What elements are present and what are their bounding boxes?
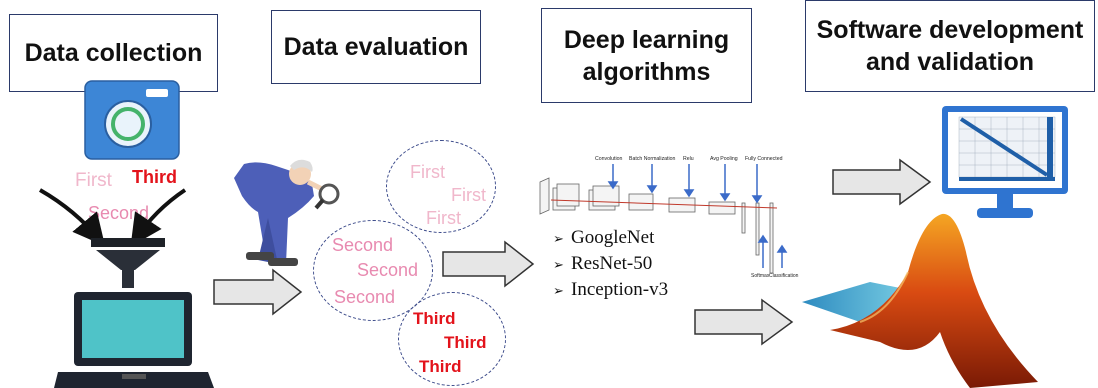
second-group-oval: [313, 220, 433, 321]
arrow-deep-learning-to-surface: [694, 298, 794, 346]
first-group-oval: [386, 140, 496, 233]
third-group-oval: [398, 292, 506, 386]
converging-arrows: [39, 188, 187, 247]
cnn-label-batchnorm: Batch Normalization: [629, 156, 676, 162]
stage-title-software: Software development and validation: [816, 16, 1084, 76]
stage-title-data-collection: Data collection: [24, 39, 203, 67]
cnn-architecture: Convolution Batch Normalization Relu Avg…: [539, 156, 799, 279]
surface-plot-icon: [802, 213, 1038, 388]
collection-label-first: First: [75, 170, 112, 191]
stage-title-data-evaluation: Data evaluation: [283, 33, 469, 61]
cnn-label-convolution: Convolution: [595, 156, 623, 162]
stage-box-data-collection: Data collection: [9, 14, 218, 92]
arrow-evaluation-to-deep-learning: [442, 240, 535, 288]
cnn-label-classification: Classification: [769, 273, 799, 279]
monitor-icon: [942, 106, 1068, 218]
network-list: ➢ GoogleNet ➢ ResNet-50 ➢ Inception-v3: [553, 227, 668, 305]
network-name: Inception-v3: [571, 279, 669, 300]
inspector-icon: [234, 159, 340, 266]
network-name: ResNet-50: [571, 253, 653, 274]
cnn-label-relu: Relu: [683, 156, 694, 162]
arrowhead-bullet-icon: ➢: [553, 231, 564, 246]
cnn-label-softmax: Softmax: [751, 273, 770, 279]
second-label-1: Second: [332, 235, 394, 255]
stage-title-deep-learning: Deep learning algorithms: [563, 25, 730, 86]
camera-icon: [84, 80, 180, 160]
laptop-icon: [54, 292, 214, 388]
second-label-2: Second: [357, 260, 419, 280]
network-item: ➢ Inception-v3: [553, 279, 668, 305]
arrow-deep-learning-to-monitor: [832, 158, 932, 206]
first-label-3: First: [426, 208, 461, 228]
first-label-1: First: [410, 162, 445, 182]
cnn-label-avgpool: Avg Pooling: [710, 156, 738, 162]
collection-label-third: Third: [132, 167, 177, 187]
network-name: GoogleNet: [571, 227, 655, 248]
arrowhead-bullet-icon: ➢: [553, 257, 564, 272]
arrowhead-bullet-icon: ➢: [553, 283, 564, 298]
third-label-1: Third: [413, 309, 456, 328]
first-label-2: First: [451, 185, 486, 205]
arrow-collection-to-evaluation: [213, 268, 303, 316]
third-label-2: Third: [444, 333, 487, 352]
network-item: ➢ ResNet-50: [553, 253, 668, 279]
stage-box-software: Software development and validation: [805, 0, 1095, 92]
cnn-label-fc: Fully Connected: [745, 156, 783, 162]
third-label-3: Third: [419, 357, 462, 376]
stage-box-deep-learning: Deep learning algorithms: [541, 8, 752, 103]
funnel-icon: [91, 238, 165, 288]
second-label-3: Second: [334, 287, 396, 307]
network-item: ➢ GoogleNet: [553, 227, 668, 253]
stage-box-data-evaluation: Data evaluation: [271, 10, 481, 84]
